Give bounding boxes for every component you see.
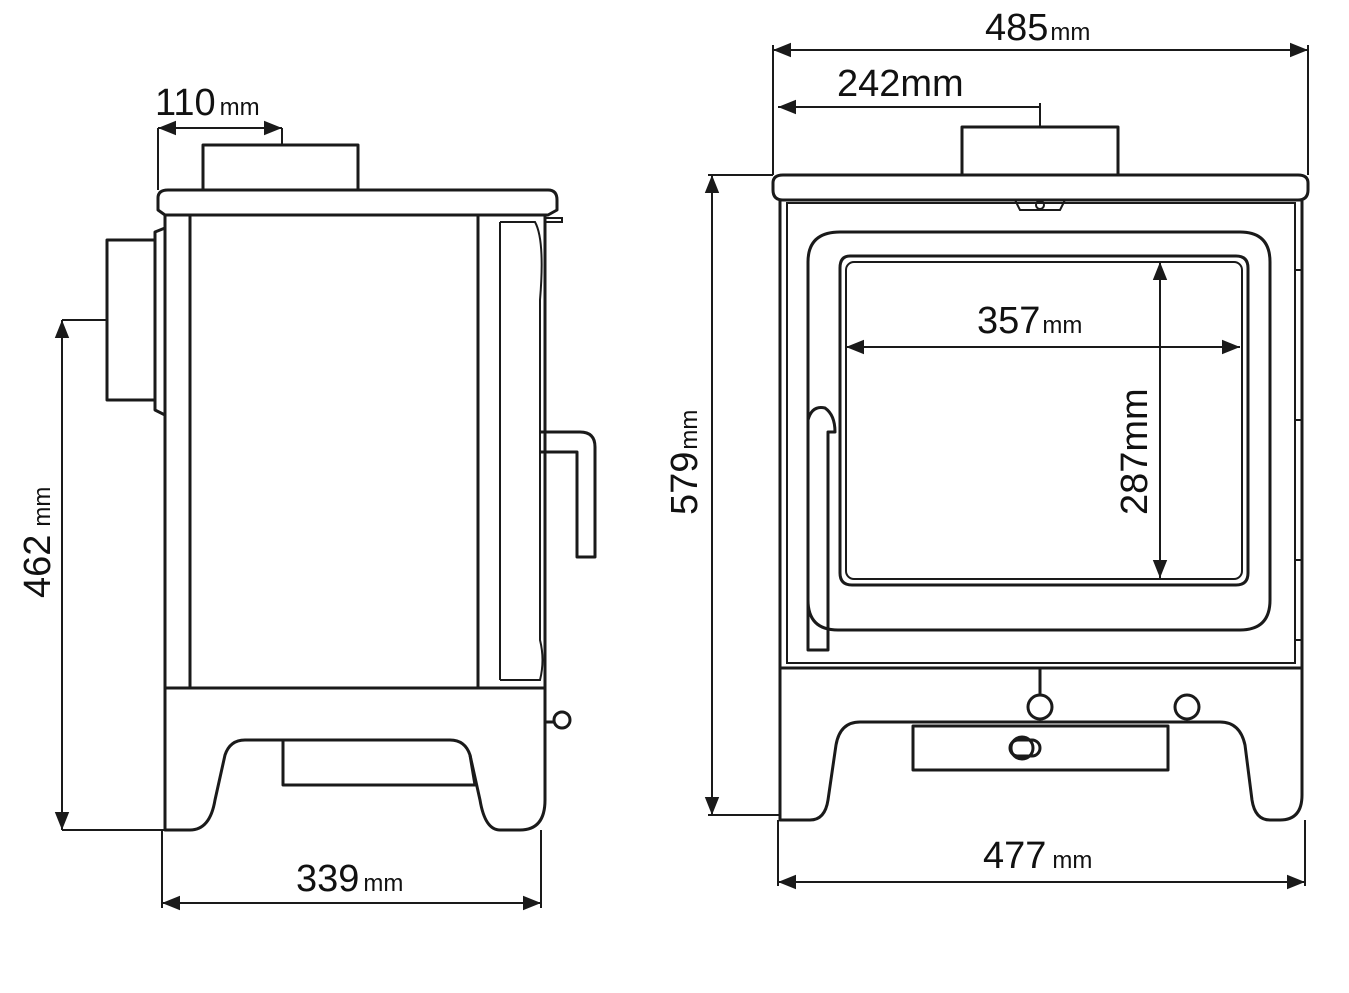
dimension-287: 287mm bbox=[1114, 262, 1168, 578]
dimension-unit: mm bbox=[363, 870, 403, 897]
dimension-value: 357 bbox=[977, 300, 1040, 342]
ashpan-handle[interactable] bbox=[1008, 738, 1042, 758]
dimension-unit: mm bbox=[900, 63, 963, 105]
side-door-handle bbox=[540, 430, 597, 559]
dimension-unit: mm bbox=[29, 487, 56, 527]
svg-text:579mm: 579mm bbox=[664, 410, 706, 515]
door-glass bbox=[838, 254, 1250, 587]
door-frame bbox=[806, 230, 1272, 632]
dimension-462: 462 mm bbox=[17, 319, 165, 831]
dimension-value: 579 bbox=[664, 452, 706, 515]
dimension-242: 242mm bbox=[778, 63, 1041, 127]
front-door bbox=[786, 202, 1296, 664]
dimension-value: 339 bbox=[296, 858, 359, 900]
dimension-579: 579mm bbox=[664, 174, 780, 816]
door-handle bbox=[806, 406, 837, 652]
side-flue-collar bbox=[201, 143, 360, 192]
front-flue-collar bbox=[960, 125, 1120, 177]
dimension-value: 462 bbox=[17, 535, 59, 598]
dimension-value: 110 bbox=[155, 82, 216, 124]
front-top-plate bbox=[771, 173, 1310, 202]
dimension-value: 477 bbox=[983, 835, 1046, 877]
dimension-unit: mm bbox=[676, 410, 703, 450]
front-body bbox=[778, 198, 1304, 670]
dimension-unit: mm bbox=[1050, 19, 1090, 46]
side-rear-spigot bbox=[105, 238, 157, 402]
side-top-plate bbox=[156, 188, 559, 217]
svg-text:242mm: 242mm bbox=[837, 63, 964, 105]
svg-text:485mm: 485mm bbox=[985, 7, 1090, 49]
dimension-value: 287 bbox=[1114, 452, 1156, 515]
side-body bbox=[163, 213, 547, 690]
dimension-357: 357mm bbox=[846, 300, 1240, 355]
air-control-knob[interactable] bbox=[1026, 693, 1054, 721]
side-ashpan bbox=[281, 740, 477, 787]
side-air-knob bbox=[552, 710, 572, 730]
air-control-knob-right[interactable] bbox=[1173, 693, 1201, 721]
dimension-value: 242 bbox=[837, 63, 900, 105]
ashpan bbox=[911, 724, 1170, 772]
side-base bbox=[163, 686, 547, 832]
dimension-unit: mm bbox=[1114, 388, 1156, 451]
dimension-unit: mm bbox=[1042, 312, 1082, 339]
front-base bbox=[778, 666, 1304, 822]
dimension-value: 485 bbox=[985, 7, 1048, 49]
dimension-485: 485mm bbox=[772, 7, 1309, 175]
svg-text:357mm: 357mm bbox=[977, 300, 1082, 342]
svg-text:287mm: 287mm bbox=[1114, 388, 1156, 515]
svg-text:462mm: 462 mm bbox=[17, 487, 59, 598]
dimension-unit: mm bbox=[1052, 847, 1092, 874]
dimension-unit: mm bbox=[220, 94, 260, 121]
